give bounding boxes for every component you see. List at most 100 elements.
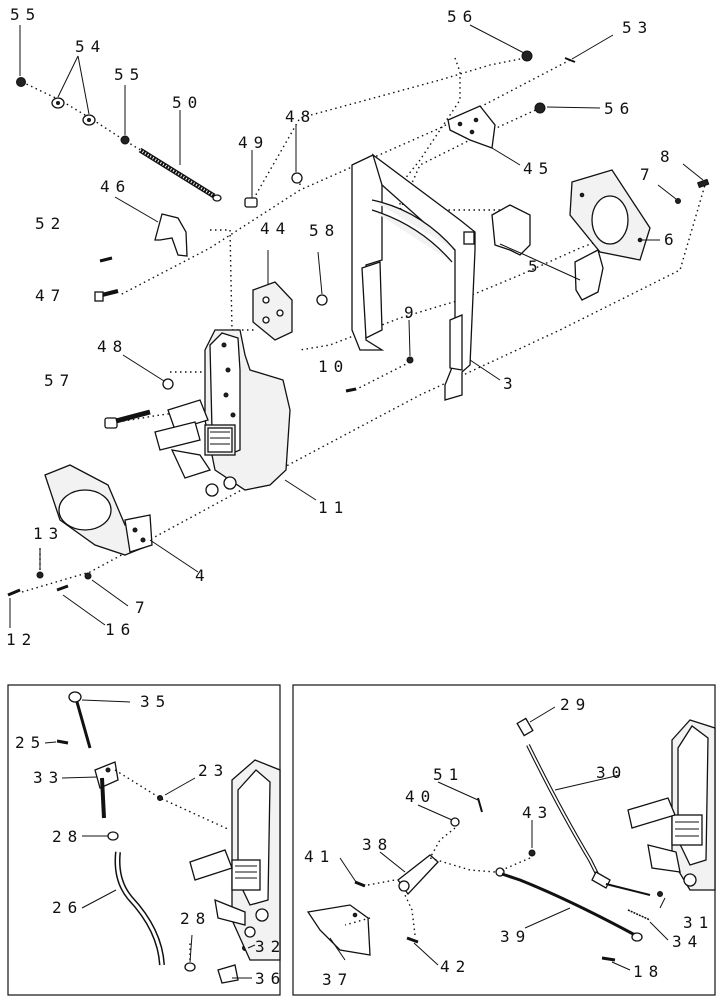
bracket-5 xyxy=(491,204,531,256)
callout-11: 11 xyxy=(318,498,349,517)
callout-55-a: 55 xyxy=(10,5,41,24)
callout-38: 38 xyxy=(362,835,393,854)
gearbox-partial-right xyxy=(627,719,716,891)
housing-4 xyxy=(44,464,153,556)
callout-8: 8 xyxy=(660,147,676,166)
nut-13 xyxy=(36,571,44,579)
callout-48-b: 48 xyxy=(97,337,128,356)
callout-35: 35 xyxy=(140,692,171,711)
bracket-46 xyxy=(154,213,188,257)
callout-33: 33 xyxy=(33,768,64,787)
callout-32: 32 xyxy=(255,937,286,956)
callout-10: 10 xyxy=(318,357,349,376)
callout-48-a: 48 xyxy=(285,107,316,126)
callout-43: 43 xyxy=(522,803,553,822)
washer-40 xyxy=(450,817,460,827)
fitting-31 xyxy=(657,891,663,897)
callout-50: 50 xyxy=(172,93,203,112)
callout-31: 31 xyxy=(683,913,714,932)
bolt-10 xyxy=(345,387,357,393)
callout-55-b: 55 xyxy=(114,65,145,84)
callout-6: 6 xyxy=(664,230,680,249)
inset-left-leaders xyxy=(44,699,256,979)
inset-left: 35 25 33 23 28 26 28 32 36 xyxy=(7,684,286,996)
callout-9: 9 xyxy=(404,303,420,322)
callout-23: 23 xyxy=(198,761,229,780)
callout-34: 34 xyxy=(672,932,703,951)
callout-3: 3 xyxy=(503,374,519,393)
nut-9 xyxy=(406,356,414,364)
callout-58: 58 xyxy=(309,221,340,240)
block-44 xyxy=(252,281,293,341)
inset-right-labels: 29 30 51 40 43 38 41 31 39 34 37 42 18 xyxy=(304,695,714,989)
main-callout-labels: 55 54 55 50 56 53 56 49 48 46 45 8 7 52 … xyxy=(6,5,680,649)
callout-42: 42 xyxy=(440,957,471,976)
frame-3 xyxy=(351,153,476,401)
callout-12: 12 xyxy=(6,630,37,649)
callout-46: 46 xyxy=(100,177,131,196)
plate-6 xyxy=(569,169,651,261)
nut-56b xyxy=(534,102,546,114)
callout-54: 54 xyxy=(75,37,106,56)
inset-left-labels: 35 25 33 23 28 26 28 32 36 xyxy=(15,692,286,988)
nut-56a xyxy=(521,50,533,62)
cap-29 xyxy=(516,717,534,737)
gearbox-11 xyxy=(154,329,291,497)
callout-29: 29 xyxy=(560,695,591,714)
bolt-12 xyxy=(7,588,21,597)
bolt-41 xyxy=(354,880,366,888)
pin-51 xyxy=(477,797,483,813)
plate-37 xyxy=(306,904,371,956)
washer-7-top xyxy=(675,198,681,204)
callout-51: 51 xyxy=(433,765,464,784)
bolt-57 xyxy=(104,409,151,429)
callout-52: 52 xyxy=(35,214,66,233)
callout-45: 45 xyxy=(523,159,554,178)
washer-28a xyxy=(107,831,119,841)
bolt-49 xyxy=(244,197,258,208)
bolt-47 xyxy=(94,289,119,302)
nut-55 xyxy=(16,77,26,87)
gearbox-partial-left xyxy=(189,759,281,961)
callout-56-b: 56 xyxy=(604,99,635,118)
callout-28-b: 28 xyxy=(180,909,211,928)
inset-right-leaders xyxy=(329,706,669,971)
bolt-42 xyxy=(406,936,419,944)
callout-36: 36 xyxy=(255,969,286,988)
pin-53 xyxy=(564,57,576,63)
inset-right: 29 30 51 40 43 38 41 31 39 34 37 42 18 xyxy=(292,684,716,996)
callout-30: 30 xyxy=(596,763,627,782)
callout-7-b: 7 xyxy=(135,598,151,617)
bolt-16 xyxy=(56,584,69,592)
callout-26: 26 xyxy=(52,898,83,917)
bolt-8 xyxy=(696,178,710,189)
tube-33 xyxy=(94,761,119,819)
callout-44: 44 xyxy=(260,219,291,238)
callout-56-a: 56 xyxy=(447,7,478,26)
callout-39: 39 xyxy=(500,927,531,946)
callout-47: 47 xyxy=(35,286,66,305)
callout-13: 13 xyxy=(33,524,64,543)
nut-43 xyxy=(528,849,536,857)
callout-49: 49 xyxy=(238,133,269,152)
nut-48b xyxy=(162,378,174,390)
bolt-52 xyxy=(99,256,113,263)
bolt-25 xyxy=(56,739,69,745)
callout-37: 37 xyxy=(322,970,353,989)
callout-7-a: 7 xyxy=(640,165,656,184)
callout-5: 5 xyxy=(528,257,544,276)
callout-18: 18 xyxy=(633,962,664,981)
threaded-rod-50 xyxy=(138,147,222,202)
fitting-36 xyxy=(217,964,239,984)
nut-55b xyxy=(120,135,130,145)
leader-lines xyxy=(9,24,704,628)
rod-34 xyxy=(627,909,651,921)
nut-58 xyxy=(316,294,328,306)
callout-53: 53 xyxy=(622,18,653,37)
washer-28b xyxy=(184,962,196,972)
callout-16: 16 xyxy=(105,620,136,639)
plate-45 xyxy=(447,105,496,149)
bolt-18 xyxy=(601,956,616,962)
callout-40: 40 xyxy=(405,787,436,806)
